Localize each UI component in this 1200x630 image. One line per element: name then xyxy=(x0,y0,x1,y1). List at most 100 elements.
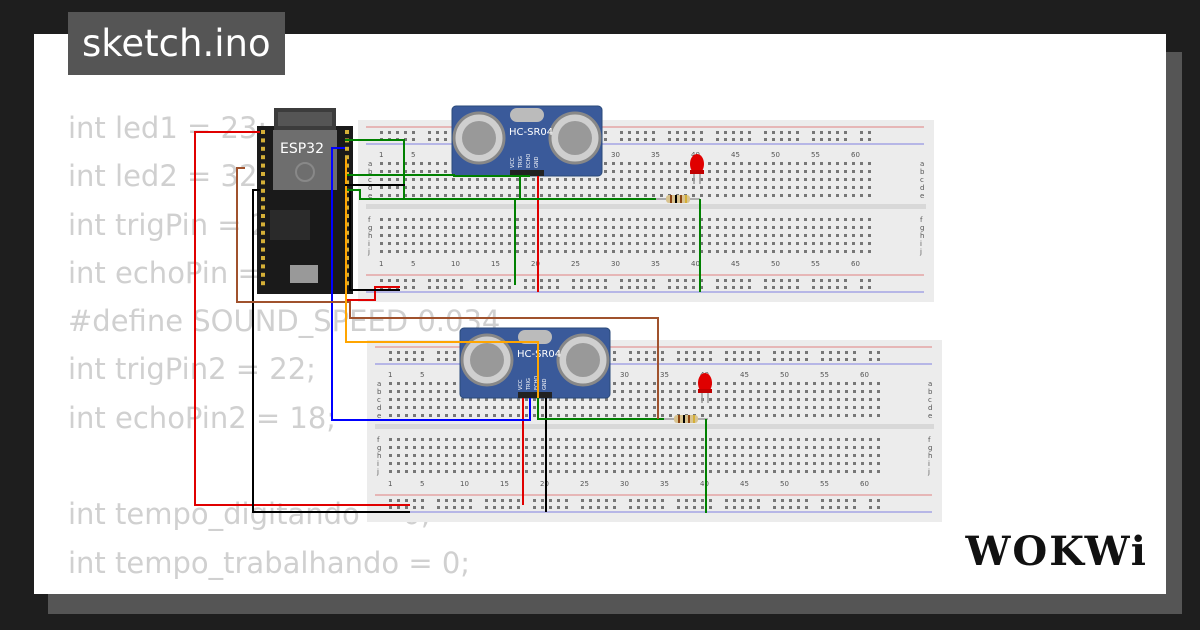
bb-row-letter: e xyxy=(920,192,924,200)
sensor1-label: HC-SR04 xyxy=(509,127,553,138)
bb-col-number: 45 xyxy=(740,371,749,379)
usb-port xyxy=(290,265,318,283)
sensor1-pin-gnd: GND xyxy=(534,156,540,168)
bb-col-number: 30 xyxy=(611,260,620,268)
sensor2-label: HC-SR04 xyxy=(517,349,561,360)
sensor1-pin-trig: TRIG xyxy=(518,156,524,169)
bb-col-number: 40 xyxy=(700,480,709,488)
ultrasonic-sensor-2: HC-SR04 VCC TRIG ECHO GND xyxy=(459,327,611,399)
bb-row-letter: g xyxy=(928,444,932,452)
code-line: int trigPin2 = 22; xyxy=(68,352,316,387)
bb-row-letter: d xyxy=(368,184,372,192)
bb-col-number: 35 xyxy=(660,371,669,379)
bb-col-number: 45 xyxy=(731,260,740,268)
bb-col-number: 5 xyxy=(420,480,424,488)
ultrasonic-sensor-1: HC-SR04 VCC TRIG ECHO GND xyxy=(451,105,603,177)
code-preview: int led1 = 23;int led2 = 32;int trigPin … xyxy=(68,104,500,587)
bb-col-number: 50 xyxy=(771,260,780,268)
bb-col-number: 1 xyxy=(379,151,383,159)
bb-row-letter: c xyxy=(377,396,381,404)
wires xyxy=(194,131,707,513)
breadboard-bottom: 1155101015152020252530303535404045455050… xyxy=(367,340,942,522)
bb-row-letter: b xyxy=(928,388,933,396)
bb-col-number: 50 xyxy=(780,371,789,379)
bb-col-number: 50 xyxy=(771,151,780,159)
bb-row-letter: j xyxy=(919,248,922,256)
bb-col-number: 20 xyxy=(531,260,540,268)
bb-col-number: 40 xyxy=(691,260,700,268)
bb-row-letter: a xyxy=(368,160,372,168)
led-2 xyxy=(698,373,712,403)
wire-blue xyxy=(331,147,531,421)
esp32-board: ESP32 xyxy=(257,108,353,294)
breadboard-top: 1155101015152020252530303535404045455050… xyxy=(358,120,934,302)
bb-col-number: 30 xyxy=(620,371,629,379)
wokwi-logo: WOKWi xyxy=(965,528,1148,575)
bb-row-letter: d xyxy=(928,404,932,412)
esp32-label: ESP32 xyxy=(280,141,324,157)
bb-row-letter: h xyxy=(377,452,381,460)
bb-row-letter: f xyxy=(928,436,931,444)
wire-red-esp xyxy=(345,286,400,301)
bb-row-letter: f xyxy=(368,216,371,224)
bb-col-number: 55 xyxy=(811,151,820,159)
bb-row-letter: d xyxy=(377,404,381,412)
bb-col-number: 60 xyxy=(851,151,860,159)
bb-col-number: 60 xyxy=(860,371,869,379)
wire-black-esp xyxy=(349,190,400,291)
sensor2-pin-gnd: GND xyxy=(542,378,548,390)
bb-row-letter: g xyxy=(368,224,372,232)
wire-orange xyxy=(345,159,539,398)
bb-col-number: 45 xyxy=(740,480,749,488)
bb-row-letter: i xyxy=(928,460,930,468)
bb-row-letter: d xyxy=(920,184,924,192)
wire-green-echo1 xyxy=(345,174,530,177)
bb-row-letter: i xyxy=(368,240,370,248)
sensor1-pin-echo: ECHO xyxy=(526,154,532,168)
bb-col-number: 35 xyxy=(651,260,660,268)
bb-row-letter: g xyxy=(377,444,381,452)
bb-col-number: 15 xyxy=(491,260,500,268)
bb-row-letter: e xyxy=(928,412,932,420)
bb-col-number: 55 xyxy=(820,480,829,488)
sensor2-pin-vcc: VCC xyxy=(518,379,524,390)
bb-row-letter: b xyxy=(377,388,382,396)
wire-brown xyxy=(236,167,659,419)
wire-black-main xyxy=(252,189,410,513)
bb-col-number: 30 xyxy=(611,151,620,159)
bb-row-letter: h xyxy=(928,452,932,460)
bb-col-number: 20 xyxy=(540,480,549,488)
bb-row-letter: j xyxy=(376,468,379,476)
bb-row-letter: f xyxy=(377,436,380,444)
bb-col-number: 60 xyxy=(860,480,869,488)
bb-row-letter: e xyxy=(377,412,381,420)
bb-row-letter: a xyxy=(920,160,924,168)
bb-col-number: 45 xyxy=(731,151,740,159)
bb-col-number: 25 xyxy=(571,260,580,268)
bb-col-number: 60 xyxy=(851,260,860,268)
bb-row-letter: b xyxy=(368,168,373,176)
bb-col-number: 15 xyxy=(500,480,509,488)
bb-row-letter: c xyxy=(928,396,932,404)
bb-row-letter: a xyxy=(928,380,932,388)
bb-row-letter: h xyxy=(920,232,924,240)
bb-row-letter: i xyxy=(377,460,379,468)
bb-col-number: 5 xyxy=(411,260,415,268)
bb-col-number: 55 xyxy=(820,371,829,379)
bb-col-number: 1 xyxy=(388,371,392,379)
bb-col-number: 1 xyxy=(388,480,392,488)
code-line: #define SOUND_SPEED 0.034 xyxy=(68,304,501,339)
bb-col-number: 55 xyxy=(811,260,820,268)
resistor-1 xyxy=(656,195,700,203)
bb-col-number: 10 xyxy=(460,480,469,488)
wire-green-led1 xyxy=(345,189,656,200)
bb-col-number: 35 xyxy=(660,480,669,488)
bb-row-letter: i xyxy=(920,240,922,248)
bb-row-letter: a xyxy=(377,380,381,388)
bb-row-letter: g xyxy=(920,224,924,232)
bb-row-letter: j xyxy=(367,248,370,256)
bb-row-letter: c xyxy=(920,176,924,184)
bb-col-number: 5 xyxy=(420,371,424,379)
bb-col-number: 10 xyxy=(451,260,460,268)
